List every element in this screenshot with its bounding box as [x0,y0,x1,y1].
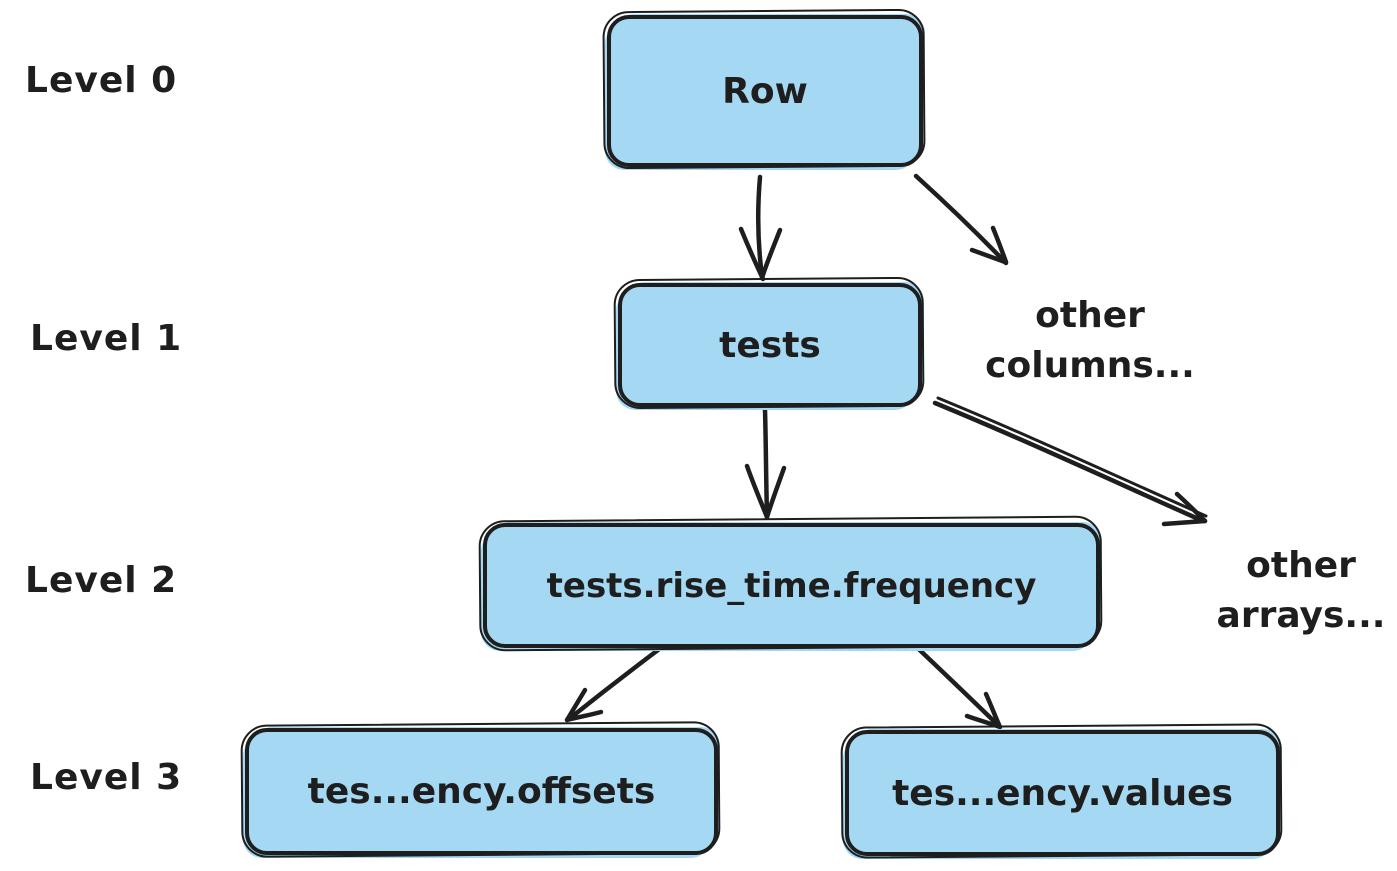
arrow-row-to-tests [738,174,783,282]
node-frequency: tests.rise_time.frequency [483,523,1100,648]
node-tests: tests [618,283,922,407]
annotation-other-arrays-line2: arrays... [1216,595,1386,637]
arrow-frequency-to-values [906,637,1003,730]
annotation-other-columns-line1: other [1035,295,1145,336]
arrow-tests-to-frequency [744,407,787,520]
node-tests-label: tests [719,324,821,366]
annotation-other-columns: other columns... [975,291,1205,392]
node-offsets-label: tes...ency.offsets [307,771,656,812]
arrow-row-to-other-columns [913,173,1009,266]
node-frequency-label: tests.rise_time.frequency [546,565,1037,606]
annotation-other-arrays: other arrays... [1205,541,1397,642]
arrow-frequency-to-offsets [564,644,665,723]
node-offsets: tes...ency.offsets [245,728,718,855]
level-label-0: Level 0 [25,60,178,101]
level-label-3: Level 3 [30,757,183,798]
arrow-tests-to-other-arrays [932,396,1208,527]
level-label-1: Level 1 [30,318,183,359]
node-row: Row [607,15,923,167]
annotation-other-columns-line2: columns... [985,345,1195,387]
annotation-other-arrays-line1: other [1246,545,1356,586]
node-values: tes...ency.values [845,730,1280,856]
node-values-label: tes...ency.values [892,772,1233,814]
node-row-label: Row [722,70,808,112]
level-label-2: Level 2 [25,560,178,601]
